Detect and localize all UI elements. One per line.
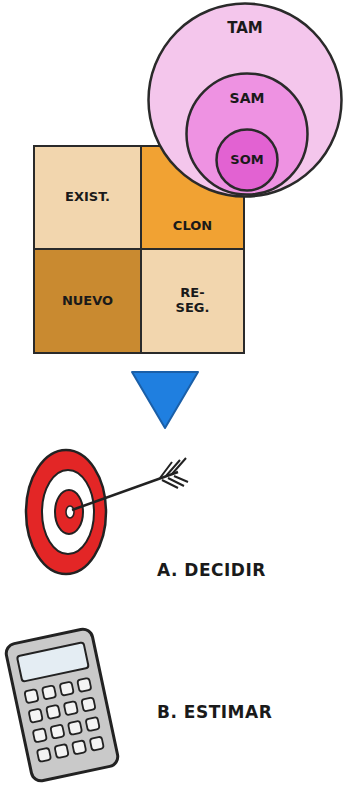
matrix-cell: NUEVO [33, 248, 142, 354]
matrix-cell: EXIST. [33, 145, 142, 250]
node-label: EXIST. [65, 190, 110, 205]
som-circle: SOM [215, 128, 279, 192]
node-label: TAM [227, 20, 263, 37]
step-label: A. DECIDIR [157, 560, 266, 580]
down-triangle [132, 372, 198, 428]
node-label: SOM [230, 153, 263, 168]
calculator-icon [4, 627, 119, 782]
node-label: RE- SEG. [169, 286, 217, 316]
node-label: SAM [230, 90, 265, 106]
sam-circle: SAM SOM [185, 72, 309, 196]
node-label: NUEVO [62, 294, 113, 309]
target-icon [26, 450, 188, 574]
matrix-cell: RE- SEG. [140, 248, 245, 354]
tam-circle: TAM SAM SOM [147, 2, 343, 198]
node-label: CLON [173, 219, 212, 234]
step-label: B. ESTIMAR [157, 702, 272, 722]
